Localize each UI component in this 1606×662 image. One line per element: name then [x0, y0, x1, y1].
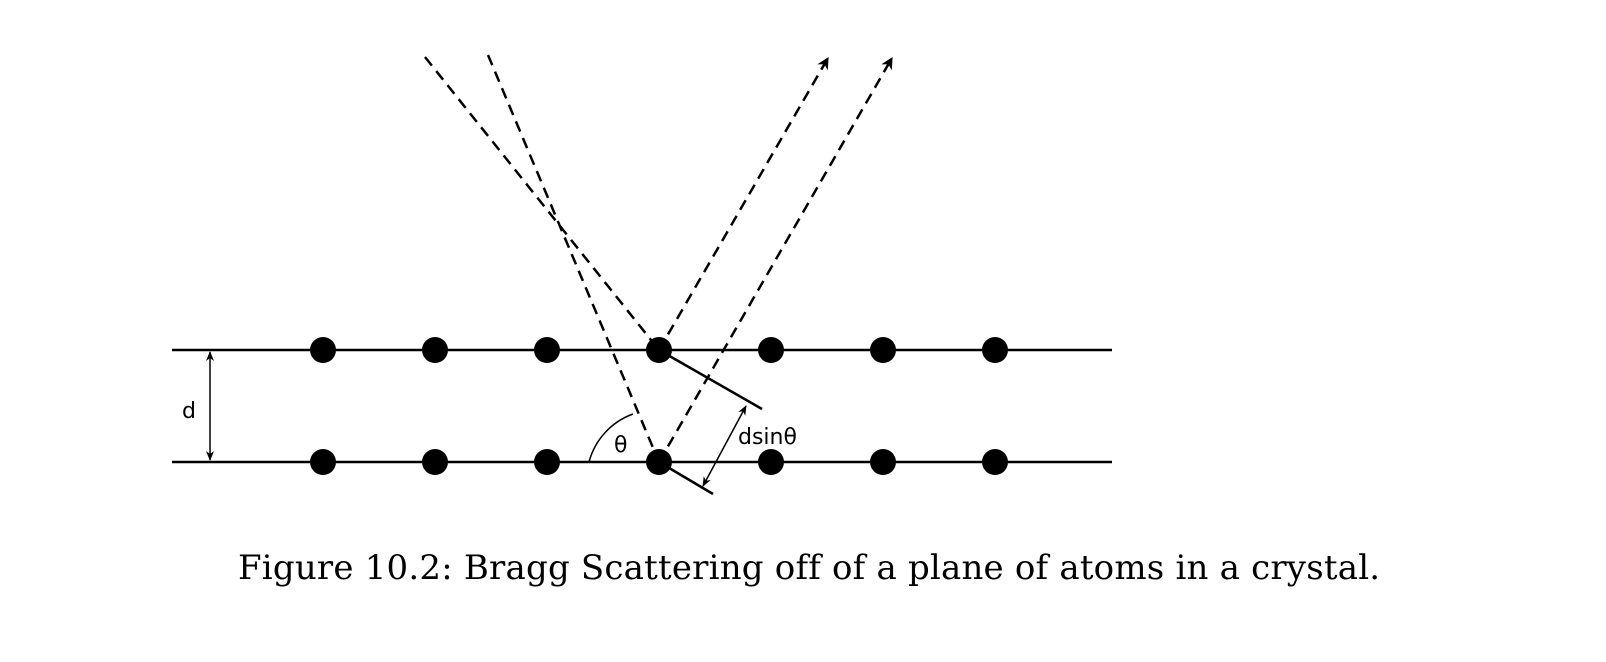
atom	[758, 449, 784, 475]
reflected-ray-1	[657, 56, 830, 351]
spacing-label: d	[182, 399, 196, 424]
wavefront-line-bottom	[658, 460, 714, 496]
atom	[534, 337, 560, 363]
atom	[310, 449, 336, 475]
atom	[870, 337, 896, 363]
atom	[422, 449, 448, 475]
atom	[982, 337, 1008, 363]
path-difference-label: dsinθ	[738, 425, 797, 450]
atom	[870, 449, 896, 475]
atom	[758, 337, 784, 363]
atom	[310, 337, 336, 363]
atom	[422, 337, 448, 363]
reflected-ray-2	[657, 56, 894, 463]
figure-caption: Figure 10.2: Bragg Scattering off of a p…	[238, 548, 1381, 588]
incident-ray-1	[424, 56, 660, 351]
path-difference-arrow	[702, 405, 747, 487]
atom	[982, 449, 1008, 475]
angle-label: θ	[614, 433, 627, 458]
angle-arc	[588, 413, 634, 463]
wavefront-line-top	[658, 348, 763, 411]
atom	[534, 449, 560, 475]
incident-ray-2	[486, 54, 661, 463]
